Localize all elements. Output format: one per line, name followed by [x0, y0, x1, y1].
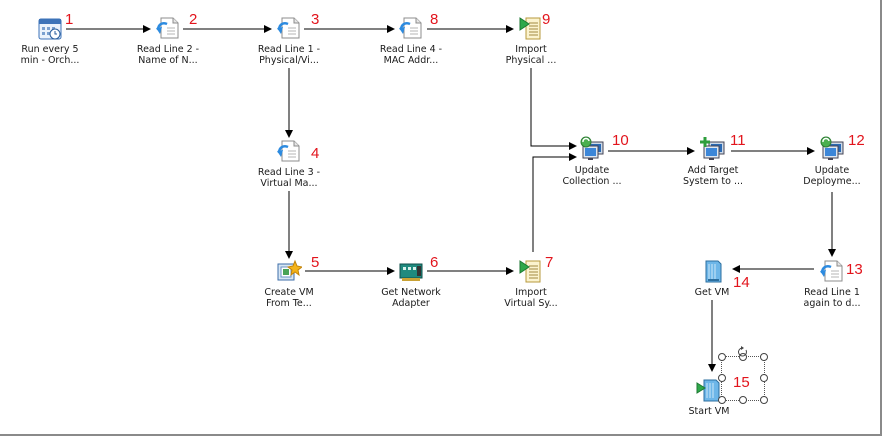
- step-number: 6: [430, 254, 439, 271]
- step-number: 12: [848, 132, 865, 149]
- resize-handle[interactable]: [718, 374, 726, 382]
- resize-handle[interactable]: [739, 353, 747, 361]
- import-computer-icon: [519, 17, 541, 40]
- activity-import-physical[interactable]: Import Physical ...: [491, 15, 571, 66]
- activity-label: Run every 5 min - Orch...: [20, 44, 80, 66]
- activity-create-vm[interactable]: Create VM From Te...: [249, 258, 329, 309]
- activity-label: Read Line 1 again to d...: [803, 287, 861, 309]
- activity-label: Read Line 2 - Name of N...: [136, 44, 200, 66]
- network-adapter-icon: [399, 263, 423, 281]
- step-number: 10: [612, 132, 629, 149]
- step-number: 15: [733, 374, 750, 391]
- activity-label: Get Network Adapter: [381, 287, 441, 309]
- update-deployment-icon: [820, 136, 844, 160]
- read-line-icon: [156, 17, 179, 39]
- activity-start-vm[interactable]: Start VM: [669, 377, 749, 417]
- rotate-handle-icon[interactable]: [737, 346, 749, 358]
- read-line-icon: [277, 17, 300, 39]
- activity-read-line-3[interactable]: Read Line 3 - Virtual Ma...: [249, 138, 329, 189]
- activity-label: Start VM: [688, 406, 730, 417]
- step-number: 14: [733, 274, 750, 291]
- resize-handle[interactable]: [760, 374, 768, 382]
- activity-read-line-2[interactable]: Read Line 2 - Name of N...: [128, 15, 208, 66]
- step-number: 4: [311, 145, 320, 162]
- activity-update-deployment[interactable]: Update Deployme...: [792, 136, 872, 187]
- step-number: 2: [189, 11, 198, 28]
- activity-run-every-5-min[interactable]: Run every 5 min - Orch...: [10, 15, 90, 66]
- activity-label: Read Line 1 - Physical/Vi...: [257, 44, 321, 66]
- activity-label: Update Deployme...: [803, 165, 861, 187]
- calendar-icon: [38, 18, 62, 40]
- activity-label: Read Line 4 - MAC Addr...: [379, 44, 443, 66]
- read-line-icon: [399, 17, 422, 39]
- activity-label: Import Virtual Sy...: [504, 287, 558, 309]
- activity-update-collection[interactable]: Update Collection ...: [552, 136, 632, 187]
- activity-label: Import Physical ...: [505, 44, 557, 66]
- resize-handle[interactable]: [718, 396, 726, 404]
- activity-add-target-system[interactable]: Add Target System to ...: [673, 136, 753, 187]
- activity-get-vm[interactable]: Get VM: [672, 258, 752, 298]
- add-target-icon: [700, 137, 725, 160]
- step-number: 8: [430, 11, 439, 28]
- activity-label: Read Line 3 - Virtual Ma...: [257, 167, 321, 189]
- read-line-icon: [277, 140, 300, 162]
- activity-label: Create VM From Te...: [264, 287, 314, 309]
- start-vm-icon: [696, 379, 720, 402]
- resize-handle[interactable]: [760, 396, 768, 404]
- link-9-10[interactable]: [530, 68, 577, 150]
- import-computer-icon: [519, 260, 541, 283]
- activity-get-network-adapter[interactable]: Get Network Adapter: [371, 258, 451, 309]
- resize-handle[interactable]: [760, 353, 768, 361]
- activity-label: Add Target System to ...: [682, 165, 744, 187]
- get-vm-icon: [705, 260, 722, 283]
- activity-label: Update Collection ...: [562, 165, 622, 187]
- step-number: 7: [545, 254, 554, 271]
- activity-import-virtual[interactable]: Import Virtual Sy...: [491, 258, 571, 309]
- activity-read-line-4[interactable]: Read Line 4 - MAC Addr...: [371, 15, 451, 66]
- activity-label: Get VM: [694, 287, 730, 298]
- step-number: 1: [65, 11, 74, 28]
- step-number: 3: [311, 11, 320, 28]
- read-line-icon: [820, 260, 843, 282]
- step-number: 11: [730, 132, 746, 149]
- resize-handle[interactable]: [739, 396, 747, 404]
- step-number: 13: [846, 261, 863, 278]
- activity-read-line-1-again[interactable]: Read Line 1 again to d...: [792, 258, 872, 309]
- create-vm-icon: [277, 259, 302, 281]
- resize-handle[interactable]: [718, 353, 726, 361]
- step-number: 5: [311, 254, 320, 271]
- activity-read-line-1[interactable]: Read Line 1 - Physical/Vi...: [249, 15, 329, 66]
- update-collection-icon: [580, 136, 604, 160]
- link-7-10[interactable]: [532, 153, 577, 252]
- step-number: 9: [542, 11, 551, 28]
